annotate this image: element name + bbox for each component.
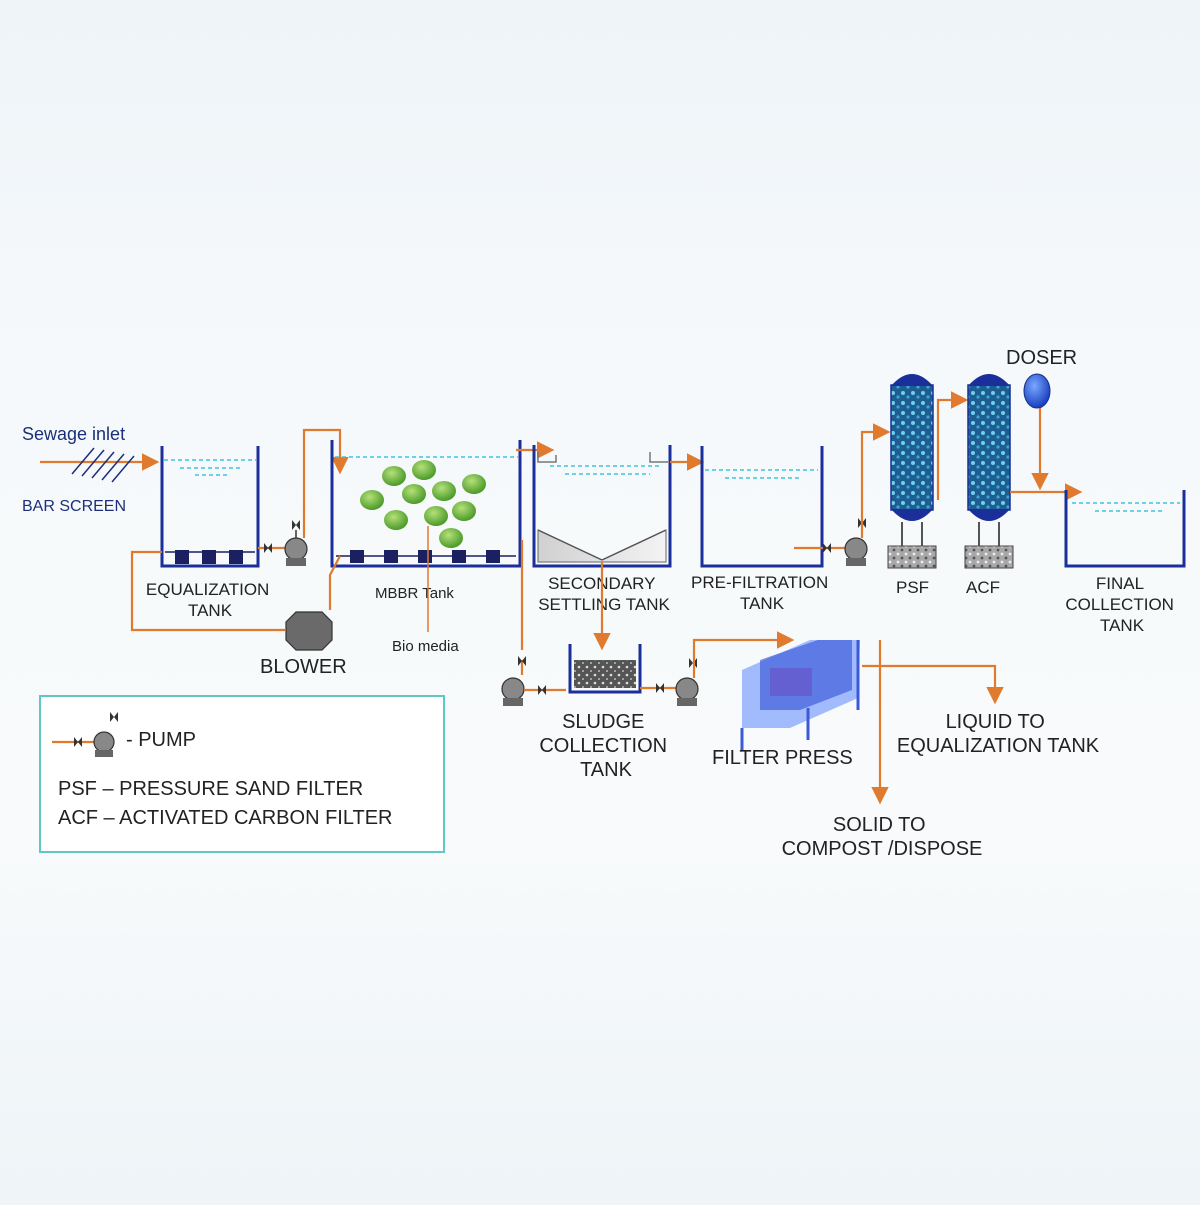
mbbr-tank-label: MBBR Tank [375,585,454,602]
pre-filtration-tank [700,446,824,568]
secondary-settling-tank [532,445,672,568]
liquid-to-equalization-label: LIQUID TO EQUALIZATION TANK [897,711,1100,757]
equalization-tank [160,446,260,568]
valve-icon [823,543,831,553]
bio-media-icon [360,460,486,548]
doser-label: DOSER [1006,347,1077,369]
final-collection-tank-label: FINAL COLLECTION TANK [1065,574,1178,635]
sludge-collection-tank-label: SLUDGE COLLECTION TANK [539,711,672,781]
acf-column [964,374,1014,569]
pump-icon [844,518,868,566]
sludge-collection-tank [568,644,642,694]
psf-column [887,374,937,569]
sewage-inlet-label: Sewage inlet [22,424,125,444]
valve-icon [264,543,272,553]
valve-icon [74,737,82,747]
final-collection-tank [1064,490,1186,568]
valve-icon [538,685,546,695]
legend-pump-label: - PUMP [126,729,196,751]
blower-icon [285,611,333,651]
acf-label: ACF [966,578,1000,597]
pump-icon [284,520,308,566]
pump-icon [501,677,525,706]
equalization-tank-label: EQUALIZATION TANK [146,580,274,620]
valve-icon [656,683,664,693]
pump-icon [93,712,118,757]
mbbr-tank [330,440,522,568]
bio-media-label: Bio media [392,638,459,655]
psf-label: PSF [896,578,929,597]
sewage-inlet: Sewage inlet [22,424,160,471]
bar-screen-label: BAR SCREEN [22,498,126,515]
pre-filtration-tank-label: PRE-FILTRATION TANK [691,573,833,613]
legend-acf-label: ACF – ACTIVATED CARBON FILTER [58,807,393,829]
bar-screen-icon [71,447,135,483]
doser-icon [1023,373,1051,409]
filter-press-label: FILTER PRESS [712,747,853,769]
solid-to-compost-label: SOLID TO COMPOST /DISPOSE [782,814,983,860]
legend-psf-label: PSF – PRESSURE SAND FILTER [58,778,363,800]
filter-press-icon [740,640,860,750]
secondary-settling-tank-label: SECONDARY SETTLING TANK [538,574,670,614]
legend-box: - PUMP PSF – PRESSURE SAND FILTER ACF – … [39,695,445,853]
blower-label: BLOWER [260,656,347,678]
valve-icon [518,656,526,666]
